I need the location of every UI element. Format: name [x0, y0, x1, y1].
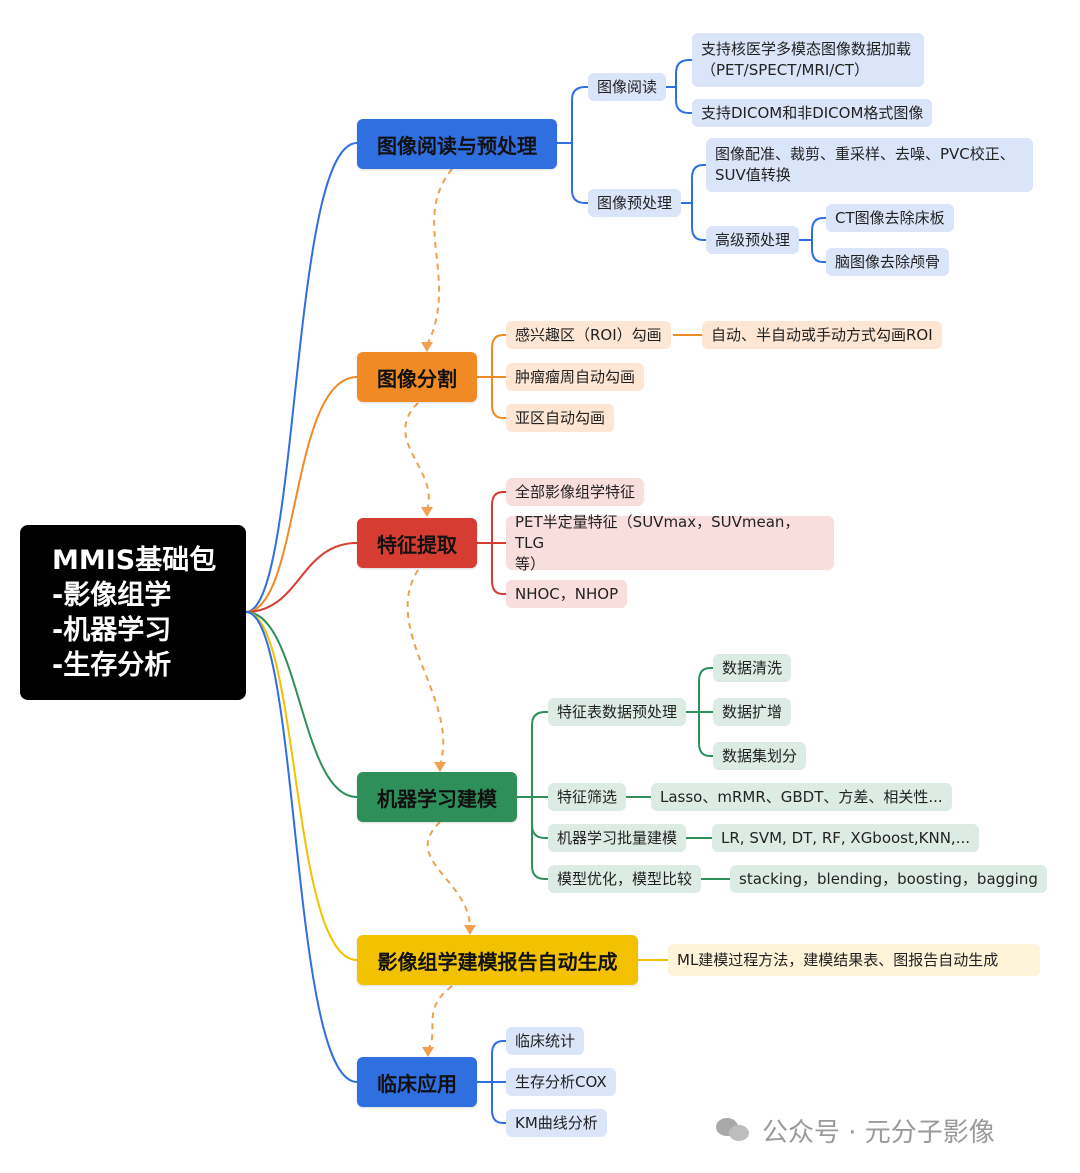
- root-line-1: MMIS基础包: [52, 544, 217, 576]
- node-clinical-statistics: 临床统计: [506, 1027, 585, 1055]
- node-report-detail: ML建模过程方法，建模结果表、图报告自动生成: [668, 944, 1040, 976]
- node-feature-table-preprocessing: 特征表数据预处理: [548, 698, 687, 726]
- node-cox-survival: 生存分析COX: [506, 1068, 616, 1096]
- basic-line-2: SUV值转换: [715, 166, 791, 184]
- node-tumor-peritumor: 肿瘤瘤周自动勾画: [506, 363, 645, 391]
- root-line-2: -影像组学: [52, 579, 172, 611]
- watermark: 公众号 · 元分子影像: [716, 1110, 995, 1150]
- node-data-cleaning: 数据清洗: [713, 654, 792, 682]
- node-image-segmentation: 图像分割: [357, 352, 477, 402]
- wechat-icon: [716, 1116, 752, 1144]
- root-node: MMIS基础包 -影像组学 -机器学习 -生存分析: [20, 525, 246, 700]
- node-subregion: 亚区自动勾画: [506, 404, 615, 432]
- root-line-3: -机器学习: [52, 614, 172, 646]
- pet-line-2: 等）: [515, 554, 546, 573]
- node-multimodal-loading: 支持核医学多模态图像数据加载 （PET/SPECT/MRI/CT）: [692, 33, 924, 87]
- multimodal-line-2: （PET/SPECT/MRI/CT）: [701, 61, 869, 79]
- node-model-optimization: 模型优化，模型比较: [548, 865, 702, 893]
- node-selection-methods: Lasso、mRMR、GBDT、方差、相关性...: [651, 783, 952, 811]
- node-km-curve: KM曲线分析: [506, 1109, 607, 1137]
- node-pet-semiquantitative: PET半定量特征（SUVmax，SUVmean，TLG 等）: [506, 513, 834, 573]
- node-ensemble-methods: stacking，blending，boosting，bagging: [730, 865, 1047, 893]
- node-advanced-preprocessing: 高级预处理: [706, 226, 800, 254]
- node-clinical-application: 临床应用: [357, 1057, 477, 1107]
- node-report-generation: 影像组学建模报告自动生成: [357, 935, 638, 985]
- node-image-preprocessing: 图像预处理: [588, 189, 682, 217]
- node-ml-algorithms: LR, SVM, DT, RF, XGboost,KNN,...: [712, 824, 980, 852]
- basic-line-1: 图像配准、裁剪、重采样、去噪、PVC校正、: [715, 145, 1015, 163]
- node-batch-modeling: 机器学习批量建模: [548, 824, 687, 852]
- node-feature-selection: 特征筛选: [548, 783, 627, 811]
- node-machine-learning: 机器学习建模: [357, 772, 517, 822]
- node-data-augmentation: 数据扩增: [713, 698, 792, 726]
- pet-line-1: PET半定量特征（SUVmax，SUVmean，TLG: [515, 512, 800, 552]
- watermark-text: 公众号 · 元分子影像: [762, 1117, 995, 1148]
- node-dataset-split: 数据集划分: [713, 742, 807, 770]
- node-roi-delineation: 感兴趣区（ROI）勾画: [506, 321, 671, 349]
- node-basic-preprocessing: 图像配准、裁剪、重采样、去噪、PVC校正、 SUV值转换: [706, 138, 1033, 192]
- root-line-4: -生存分析: [52, 649, 172, 681]
- node-skull-stripping: 脑图像去除颅骨: [826, 248, 950, 276]
- node-roi-methods: 自动、半自动或手动方式勾画ROI: [702, 321, 942, 349]
- node-all-radiomics-features: 全部影像组学特征: [506, 478, 645, 506]
- node-dicom-support: 支持DICOM和非DICOM格式图像: [692, 99, 933, 127]
- node-nhoc-nhop: NHOC，NHOP: [506, 580, 628, 608]
- node-image-reading-preprocessing: 图像阅读与预处理: [357, 119, 557, 169]
- node-ct-bed-removal: CT图像去除床板: [826, 204, 954, 232]
- node-image-reading: 图像阅读: [588, 73, 667, 101]
- multimodal-line-1: 支持核医学多模态图像数据加载: [701, 40, 912, 58]
- node-feature-extraction: 特征提取: [357, 518, 477, 568]
